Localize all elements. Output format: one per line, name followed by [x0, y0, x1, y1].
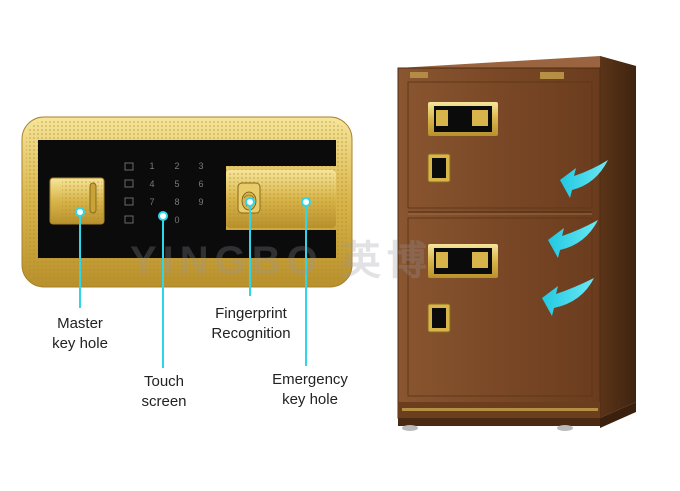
watermark: YINGBO 英博	[130, 239, 433, 283]
callout-dots	[75, 197, 311, 221]
svg-text:6: 6	[198, 179, 203, 189]
arrow-icon	[542, 160, 608, 316]
callout-fingerprint-recognition: Fingerprint Recognition	[211, 305, 291, 342]
svg-text:9: 9	[198, 197, 203, 207]
callout-lines	[79, 202, 307, 368]
svg-text:8: 8	[174, 197, 179, 207]
svg-text:3: 3	[198, 161, 203, 171]
svg-text:0: 0	[174, 215, 179, 225]
svg-text:1: 1	[149, 161, 154, 171]
callout-master-key-hole: Master key hole	[52, 315, 108, 352]
svg-text:5: 5	[174, 179, 179, 189]
svg-text:7: 7	[149, 197, 154, 207]
safe-cabinet	[397, 56, 636, 431]
callout-emergency-key-hole: Emergency key hole	[272, 371, 348, 408]
svg-text:2: 2	[174, 161, 179, 171]
callout-touch-screen: Touch screen	[141, 373, 187, 410]
svg-text:4: 4	[149, 179, 154, 189]
control-panel: 1 2 3 4 5 6 7 8 9 0	[21, 116, 353, 288]
